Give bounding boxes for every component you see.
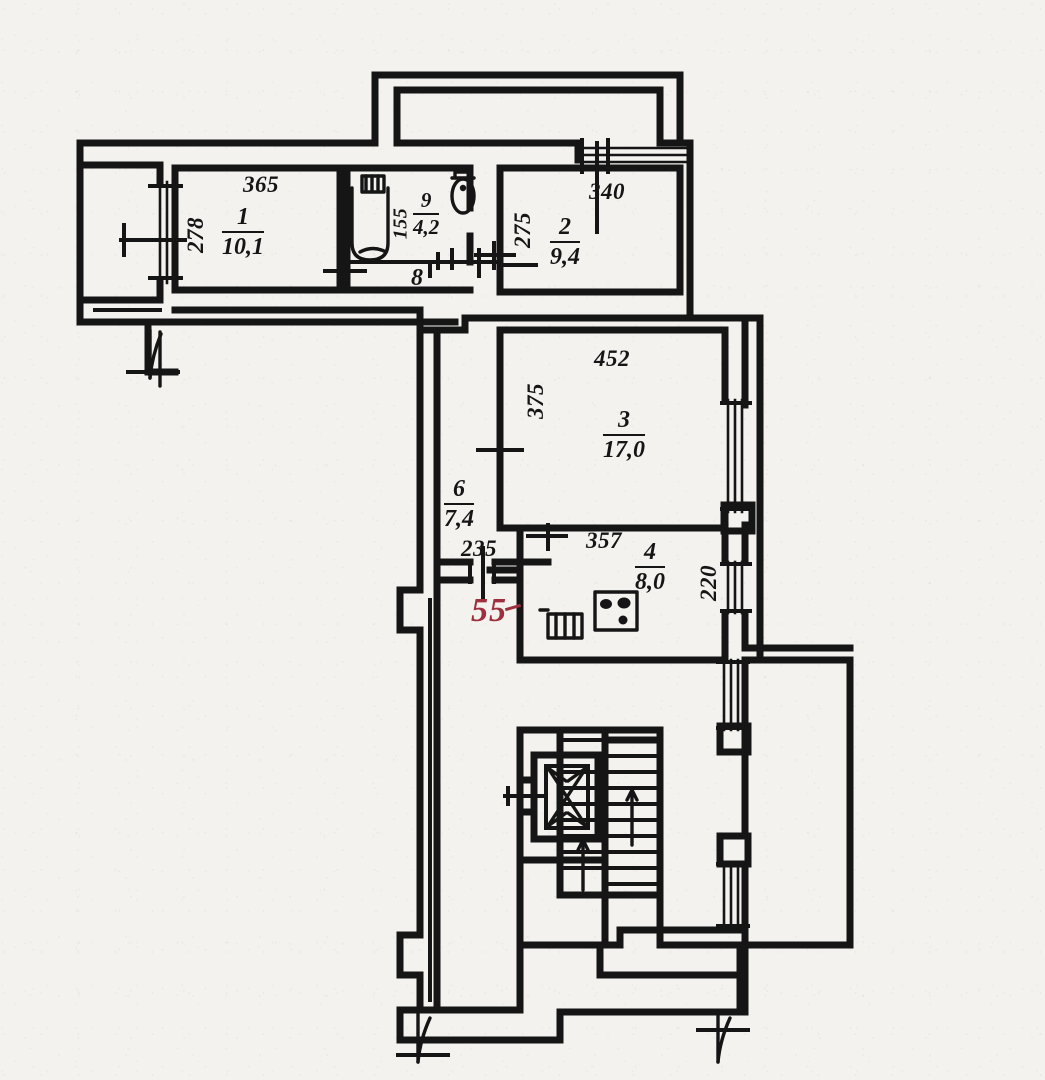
- room-4-number: 4: [635, 540, 665, 568]
- dimension-155: 155: [389, 207, 412, 240]
- right-upper-wall: [676, 139, 694, 322]
- door-bottom-right: [696, 1010, 750, 1064]
- dimension-452: 452: [594, 346, 630, 371]
- room-label-2: 2 9,4: [550, 215, 580, 271]
- upper-central-block-walls: [371, 71, 694, 164]
- dimension-235: 235: [461, 536, 497, 561]
- window-room3-right: [720, 396, 756, 535]
- dimension-220: 220: [696, 565, 721, 601]
- door-room2: [474, 241, 538, 270]
- door-room3: [476, 426, 524, 479]
- dimension-357: 357: [586, 528, 622, 553]
- door-bottom-left: [396, 1010, 450, 1064]
- dimension-275: 275: [510, 212, 535, 248]
- room-label-4: 4 8,0: [635, 540, 665, 596]
- door-hall-corner: [126, 328, 180, 388]
- room-1-number: 1: [222, 205, 264, 233]
- dimension-278: 278: [183, 217, 208, 253]
- room-label-8: 8: [411, 265, 423, 291]
- room-2-area: 9,4: [550, 244, 580, 270]
- apartment-number-tick: [504, 603, 522, 612]
- room-label-9: 9 4,2: [413, 190, 440, 240]
- kitchen-sink-icon: [538, 608, 584, 640]
- room-3-area: 17,0: [603, 437, 645, 463]
- upper-corridor-walls: [144, 306, 694, 334]
- dimension-365: 365: [243, 172, 279, 197]
- right-outer-block-walls: [741, 314, 854, 949]
- room-6-number: 6: [444, 477, 474, 505]
- room-label-1: 1 10,1: [222, 205, 264, 261]
- room-2-number: 2: [550, 215, 580, 243]
- dimension-340: 340: [589, 179, 625, 204]
- room-label-6: 6 7,4: [444, 477, 474, 533]
- room-6-area: 7,4: [444, 506, 474, 532]
- door-room4: [526, 523, 568, 551]
- stove-icon: [593, 590, 639, 632]
- door-bath-left: [326, 256, 364, 286]
- room-4-area: 8,0: [635, 569, 665, 595]
- dimension-375: 375: [523, 383, 548, 419]
- toilet-icon: [450, 170, 476, 215]
- room-3-number: 3: [603, 408, 645, 436]
- room-label-3: 3 17,0: [603, 408, 645, 464]
- window-room4-right: [720, 560, 752, 615]
- room-9-area: 4,2: [413, 215, 440, 239]
- bathtub-icon: [350, 174, 390, 262]
- staircase-icon: [556, 726, 664, 899]
- room-9-number: 9: [413, 190, 440, 215]
- apartment-number-text: 55: [471, 592, 507, 629]
- upper-left-wing-walls: [76, 139, 379, 376]
- bath-partition-marks: [428, 248, 454, 278]
- corridor-6-walls: [416, 326, 552, 664]
- apartment-number-marking: 55: [471, 592, 523, 630]
- room-1-area: 10,1: [222, 234, 264, 260]
